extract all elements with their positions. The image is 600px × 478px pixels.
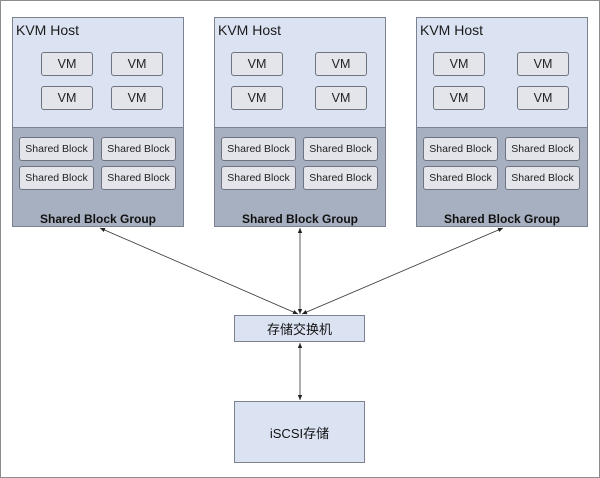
vm-box: VM	[231, 86, 283, 110]
shared-block: Shared Block	[303, 166, 378, 190]
vm-box: VM	[111, 52, 163, 76]
shared-block: Shared Block	[303, 137, 378, 161]
vm-box: VM	[111, 86, 163, 110]
host-vm-area: KVM Host VM VM VM VM	[417, 18, 587, 128]
vm-box: VM	[433, 86, 485, 110]
vm-box: VM	[41, 86, 93, 110]
storage-switch: 存储交换机	[234, 315, 365, 342]
shared-block: Shared Block	[221, 166, 296, 190]
shared-block: Shared Block	[101, 137, 176, 161]
vm-box: VM	[433, 52, 485, 76]
host-vm-area: KVM Host VM VM VM VM	[215, 18, 385, 128]
shared-block: Shared Block	[221, 137, 296, 161]
host-title: KVM Host	[218, 22, 282, 38]
vm-box: VM	[231, 52, 283, 76]
shared-block-group: Shared Block Shared Block Shared Block S…	[13, 128, 183, 226]
shared-block: Shared Block	[505, 166, 580, 190]
vm-box: VM	[315, 52, 367, 76]
shared-block: Shared Block	[19, 137, 94, 161]
shared-block: Shared Block	[423, 166, 498, 190]
shared-block: Shared Block	[19, 166, 94, 190]
shared-block: Shared Block	[101, 166, 176, 190]
iscsi-storage: iSCSI存储	[234, 401, 365, 463]
shared-block-group: Shared Block Shared Block Shared Block S…	[417, 128, 587, 226]
host-title: KVM Host	[16, 22, 80, 38]
shared-block: Shared Block	[423, 137, 498, 161]
vm-box: VM	[315, 86, 367, 110]
kvm-host-2: KVM Host VM VM VM VM Shared Block Shared…	[214, 17, 386, 227]
vm-box: VM	[517, 86, 569, 110]
vm-box: VM	[517, 52, 569, 76]
kvm-host-3: KVM Host VM VM VM VM Shared Block Shared…	[416, 17, 588, 227]
shared-block-group: Shared Block Shared Block Shared Block S…	[215, 128, 385, 226]
group-label: Shared Block Group	[443, 212, 561, 226]
host-vm-area: KVM Host VM VM VM VM	[13, 18, 183, 128]
shared-block: Shared Block	[505, 137, 580, 161]
group-label: Shared Block Group	[39, 212, 157, 226]
host-title: KVM Host	[420, 22, 484, 38]
group-label: Shared Block Group	[241, 212, 359, 226]
kvm-host-1: KVM Host VM VM VM VM Shared Block Shared…	[12, 17, 184, 227]
vm-box: VM	[41, 52, 93, 76]
